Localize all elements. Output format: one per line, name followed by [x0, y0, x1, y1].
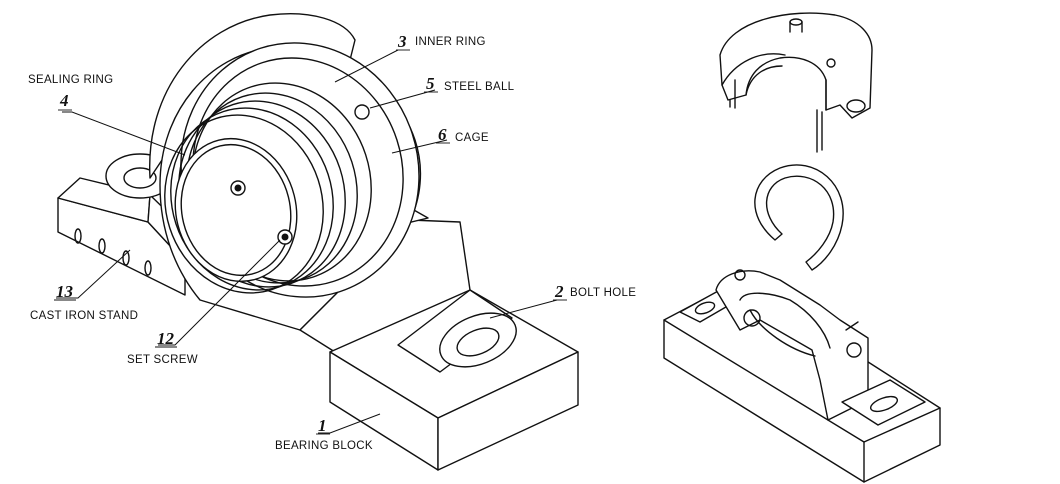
callout-label-cage: CAGE — [455, 132, 489, 144]
housing-cap — [719, 12, 873, 153]
cast-iron-stand-foot — [57, 153, 189, 296]
callout-number-cage: 6 — [438, 125, 447, 144]
assembled-bearing-drawing: 3 INNER RING 5 STEEL BALL 6 CAGE SEALING… — [28, 13, 636, 471]
callout-label-sealing-ring: SEALING RING — [28, 74, 113, 86]
callout-cage: 6 CAGE — [436, 125, 489, 144]
callout-number-inner-ring: 3 — [397, 32, 407, 51]
callout-number-set-screw: 12 — [157, 329, 175, 348]
callout-number-steel-ball: 5 — [426, 74, 435, 93]
bearing-rings — [164, 42, 420, 298]
callout-number-cast-iron-stand: 13 — [56, 282, 74, 301]
callout-bolt-hole: 2 BOLT HOLE — [553, 282, 636, 301]
callout-label-steel-ball: STEEL BALL — [444, 81, 515, 93]
callout-label-bearing-block: BEARING BLOCK — [275, 440, 373, 452]
callout-label-set-screw: SET SCREW — [127, 354, 198, 366]
callout-bearing-block: 1 BEARING BLOCK — [275, 416, 373, 452]
callout-label-bolt-hole: BOLT HOLE — [570, 287, 636, 299]
callout-inner-ring: 3 INNER RING — [396, 32, 486, 51]
housing-base — [663, 269, 941, 483]
callout-sealing-ring: SEALING RING 4 — [28, 74, 113, 111]
steel-ball-mark — [354, 104, 370, 120]
callout-leaders — [56, 49, 558, 434]
callout-label-cast-iron-stand: CAST IRON STAND — [30, 310, 138, 322]
callout-number-bearing-block: 1 — [318, 416, 327, 435]
exploded-view-drawing — [663, 12, 941, 483]
callout-steel-ball: 5 STEEL BALL — [424, 74, 515, 93]
bearing-block-base — [329, 289, 579, 471]
callout-label-inner-ring: INNER RING — [415, 36, 486, 48]
callout-set-screw: 12 SET SCREW — [127, 329, 198, 366]
callout-number-sealing-ring: 4 — [59, 91, 69, 110]
callout-cast-iron-stand: 13 CAST IRON STAND — [30, 282, 138, 322]
callout-number-bolt-hole: 2 — [554, 282, 564, 301]
split-ring — [754, 164, 844, 271]
